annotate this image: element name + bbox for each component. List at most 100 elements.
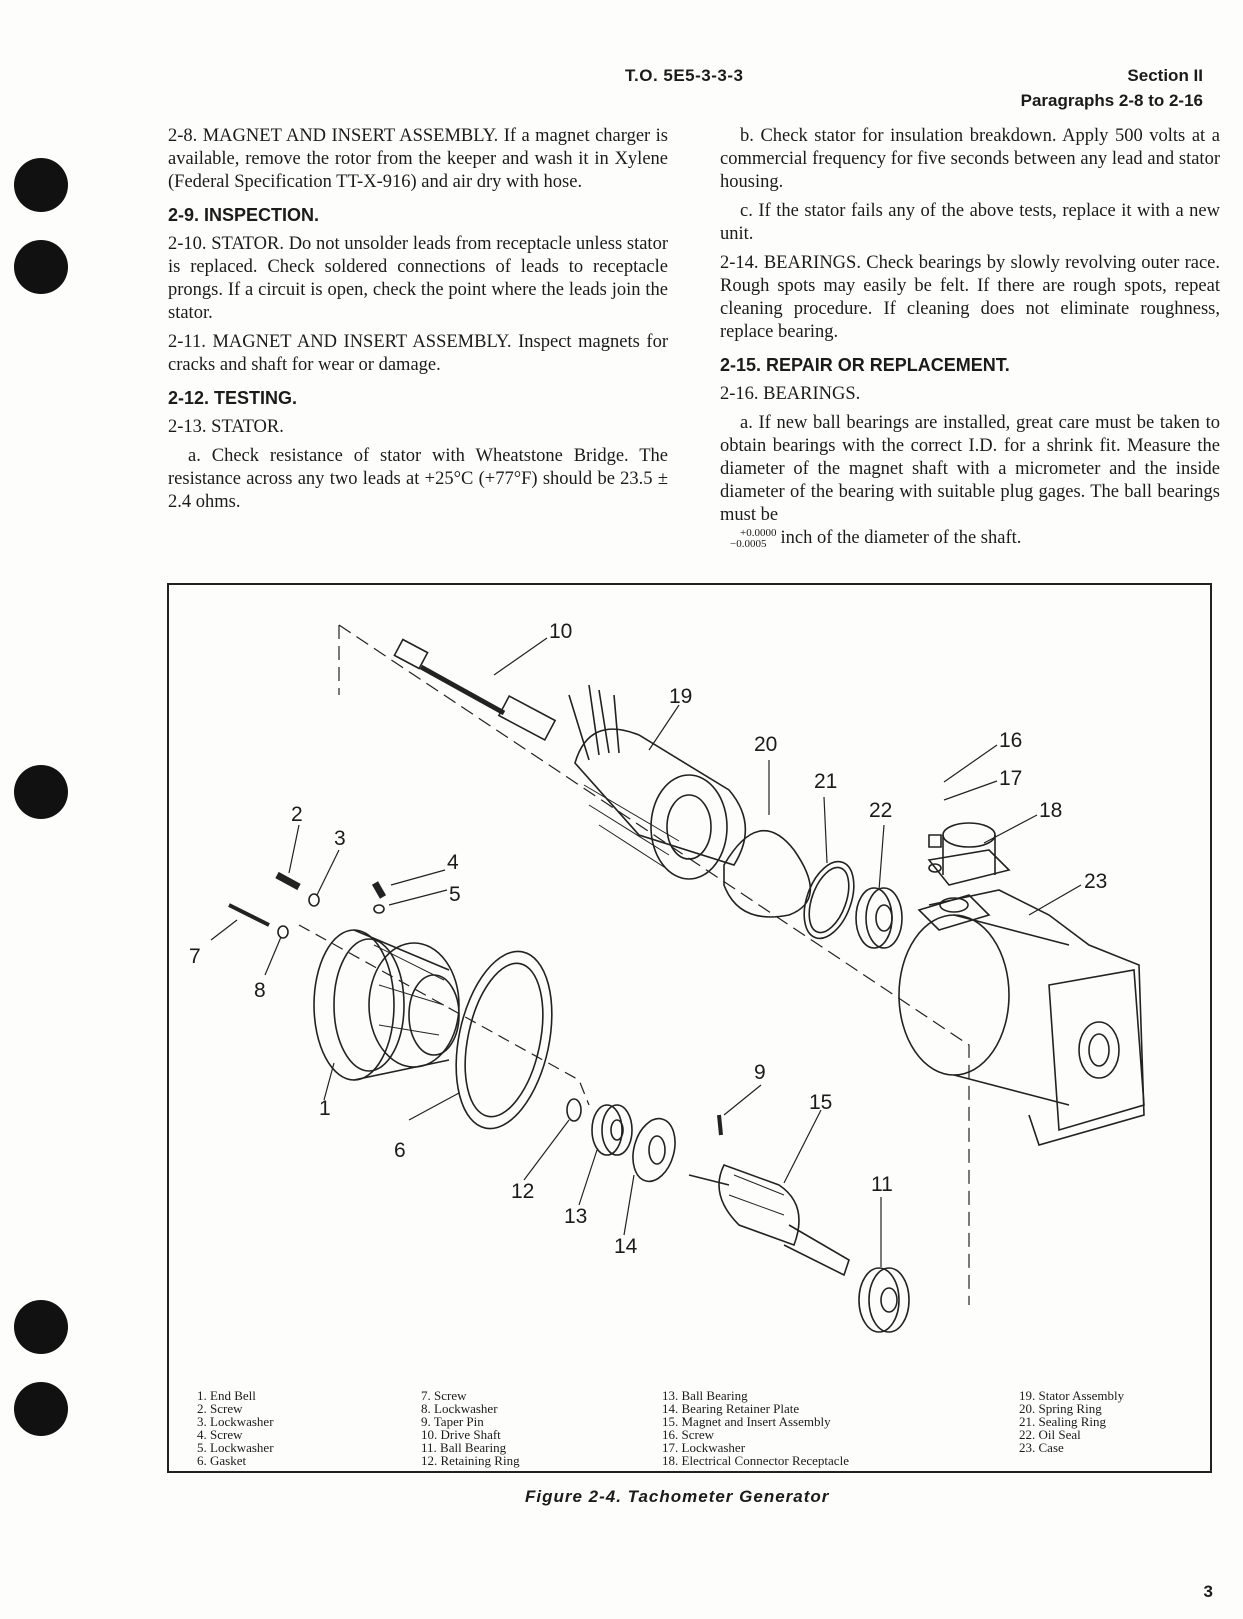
lockwasher-17-drawing <box>928 863 942 873</box>
paragraph-2-11: 2-11. MAGNET AND INSERT ASSEMBLY. Inspec… <box>168 332 668 375</box>
callout-20: 20 <box>754 733 777 756</box>
heading-inspection: 2-9. INSPECTION. <box>168 205 320 225</box>
taper-pin-drawing <box>717 1114 723 1136</box>
tolerance-lower: −0.0005 <box>730 537 767 550</box>
case-drawing <box>898 889 1145 1146</box>
callout-11: 11 <box>871 1173 893 1196</box>
left-column: 2-8. MAGNET AND INSERT ASSEMBLY. If a ma… <box>168 125 668 520</box>
callout-19: 19 <box>669 685 692 708</box>
legend-column-3: 13. Ball Bearing 14. Bearing Retainer Pl… <box>662 1389 849 1467</box>
paragraph-2-10: 2-10. STATOR. Do not unsolder leads from… <box>168 234 668 323</box>
paragraph-2-8: 2-8. MAGNET AND INSERT ASSEMBLY. If a ma… <box>168 126 668 192</box>
callout-18: 18 <box>1039 799 1062 822</box>
paragraph-2-13c: c. If the stator fails any of the above … <box>720 201 1220 244</box>
callout-1: 1 <box>319 1097 331 1120</box>
legend-item: 11. Ball Bearing <box>421 1440 507 1455</box>
callout-10: 10 <box>549 620 572 643</box>
legend-item: 16. Screw <box>662 1427 714 1442</box>
binder-hole <box>14 765 68 819</box>
paragraph-2-14: 2-14. BEARINGS. Check bearings by slowly… <box>720 253 1220 342</box>
exploded-view-drawing: 10 19 20 21 22 16 17 18 23 2 3 4 5 7 8 1… <box>189 620 1145 1333</box>
legend-item: 21. Sealing Ring <box>1019 1414 1107 1429</box>
paragraph-2-13a: a. Check resistance of stator with Wheat… <box>168 446 668 512</box>
callout-23: 23 <box>1084 870 1107 893</box>
legend-item: 22. Oil Seal <box>1019 1427 1081 1442</box>
callout-3: 3 <box>334 827 346 850</box>
callout-12: 12 <box>511 1180 534 1203</box>
legend-item: 4. Screw <box>197 1427 243 1442</box>
callout-16: 16 <box>999 729 1022 752</box>
callout-15: 15 <box>809 1091 832 1114</box>
legend-item: 15. Magnet and Insert Assembly <box>662 1414 831 1429</box>
sealing-ring-drawing <box>803 860 855 940</box>
bearing-retainer-plate-drawing <box>632 1117 676 1183</box>
callout-21: 21 <box>814 770 837 793</box>
paragraph-2-13: 2-13. STATOR. <box>168 417 284 437</box>
legend-item: 20. Spring Ring <box>1019 1401 1102 1416</box>
callout-14: 14 <box>614 1235 638 1258</box>
paragraph-2-16: 2-16. BEARINGS. <box>720 384 861 404</box>
legend-item: 1. End Bell <box>197 1388 256 1403</box>
callout-9: 9 <box>754 1061 766 1084</box>
heading-testing: 2-12. TESTING. <box>168 388 298 408</box>
stator-assembly-drawing <box>568 684 747 880</box>
spring-ring-drawing <box>723 829 812 918</box>
callout-5: 5 <box>449 883 461 906</box>
figure-caption: Figure 2-4. Tachometer Generator <box>525 1487 830 1506</box>
paragraph-2-16a-text: a. If new ball bearings are installed, g… <box>720 413 1220 525</box>
legend-column-1: 1. End Bell 2. Screw 3. Lockwasher 4. Sc… <box>197 1389 274 1467</box>
callout-2: 2 <box>291 803 303 826</box>
screw-2-drawing <box>275 871 301 891</box>
paragraph-range: Paragraphs 2-8 to 2-16 <box>1020 91 1203 110</box>
legend-item: 23. Case <box>1019 1440 1064 1455</box>
callout-22: 22 <box>869 799 892 822</box>
lockwasher-8-drawing <box>277 925 289 939</box>
legend-item: 2. Screw <box>197 1401 243 1416</box>
gasket-drawing <box>455 950 553 1130</box>
drive-shaft-drawing <box>393 638 557 742</box>
callout-6: 6 <box>394 1139 406 1162</box>
ball-bearing-11-drawing <box>858 1267 910 1333</box>
legend-item: 10. Drive Shaft <box>421 1427 501 1442</box>
screw-7-drawing <box>228 903 270 927</box>
right-column: b. Check stator for insulation breakdown… <box>720 125 1220 556</box>
section-label: Section II <box>1127 66 1203 85</box>
assembly-axis-line <box>338 624 970 1305</box>
to-number: T.O. 5E5-3-3-3 <box>625 66 744 85</box>
legend-item: 8. Lockwasher <box>421 1401 498 1416</box>
legend-item: 7. Screw <box>421 1388 467 1403</box>
screw-16-drawing <box>928 834 942 848</box>
legend-item: 3. Lockwasher <box>197 1414 274 1429</box>
magnet-insert-assembly-drawing <box>688 1164 850 1277</box>
page-number: 3 <box>1203 1582 1213 1601</box>
paragraph-2-13b: b. Check stator for insulation breakdown… <box>720 126 1220 192</box>
legend-column-4: 19. Stator Assembly 20. Spring Ring 21. … <box>1019 1389 1124 1454</box>
heading-repair: 2-15. REPAIR OR REPLACEMENT. <box>720 355 1010 375</box>
callout-7: 7 <box>189 945 201 968</box>
binder-hole <box>14 1300 68 1354</box>
tolerance-fraction: +0.0000−0.0005 <box>720 526 777 550</box>
connector-receptacle-drawing <box>927 822 1011 886</box>
legend-column-2: 7. Screw 8. Lockwasher 9. Taper Pin 10. … <box>421 1389 520 1467</box>
ball-bearing-13-drawing <box>591 1104 633 1156</box>
end-bell-drawing <box>313 929 460 1081</box>
legend-item: 17. Lockwasher <box>662 1440 746 1455</box>
binder-hole <box>14 158 68 212</box>
legend-item: 12. Retaining Ring <box>421 1453 520 1468</box>
screw-4-drawing <box>371 881 387 899</box>
legend-item: 18. Electrical Connector Receptacle <box>662 1453 849 1468</box>
tolerance-upper: +0.0000 <box>740 526 777 539</box>
callout-8: 8 <box>254 979 266 1002</box>
legend-item: 6. Gasket <box>197 1453 247 1468</box>
figure-frame: 10 19 20 21 22 16 17 18 23 2 3 4 5 7 8 1… <box>167 583 1212 1473</box>
callout-17: 17 <box>999 767 1022 790</box>
legend-item: 9. Taper Pin <box>421 1414 484 1429</box>
axis-line-segment <box>298 924 590 1106</box>
callout-13: 13 <box>564 1205 587 1228</box>
binder-hole <box>14 1382 68 1436</box>
callout-4: 4 <box>447 851 459 874</box>
oil-seal-drawing <box>855 887 903 949</box>
paragraph-2-16a-end: inch of the diameter of the shaft. <box>780 528 1022 548</box>
legend-item: 5. Lockwasher <box>197 1440 274 1455</box>
callout-leaders <box>210 637 1082 1267</box>
